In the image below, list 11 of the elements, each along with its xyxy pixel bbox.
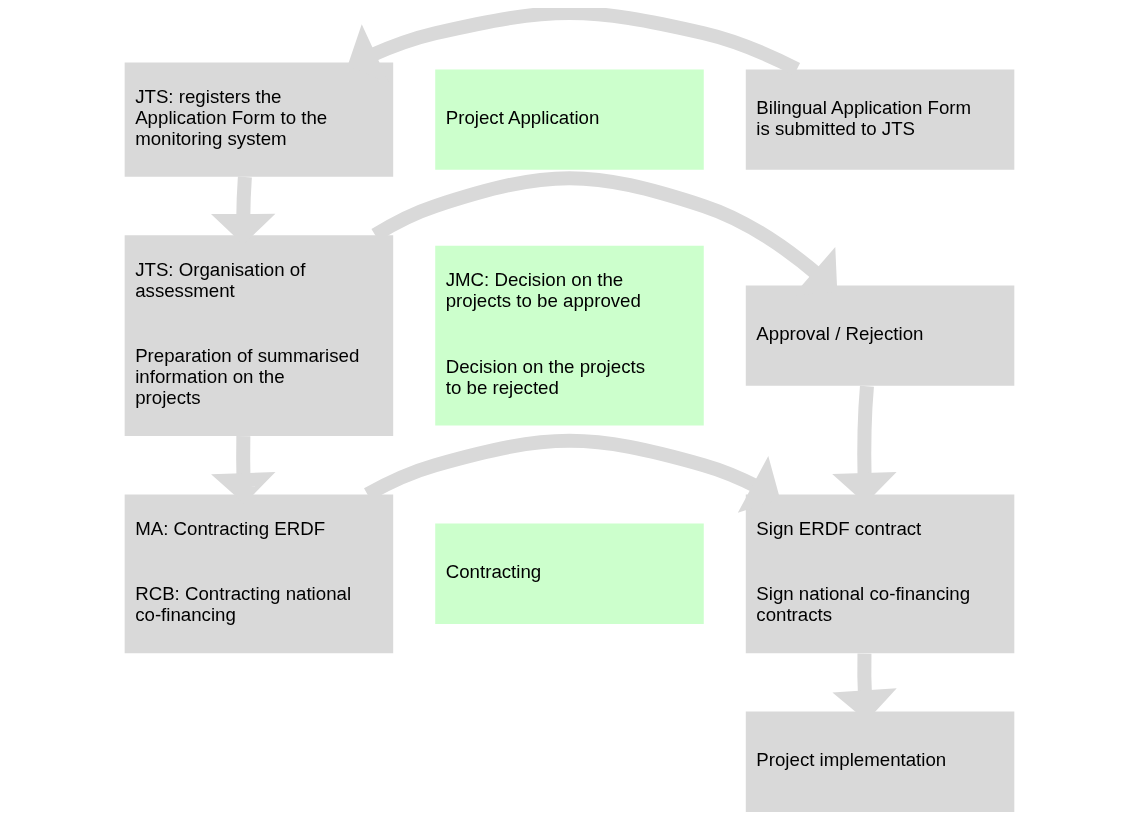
node-box: Project implementation — [745, 711, 1015, 812]
node-box: JMC: Decision on the projects to be approved Decision on the projects to be rejected — [435, 245, 704, 426]
node-box: JTS: registers the Application Form to the monitoring system — [124, 62, 394, 177]
node-box: Project Application — [435, 69, 704, 170]
node-box: Approval / Rejection — [745, 285, 1015, 386]
node-box: Bilingual Application Form is submitted to JTS — [745, 69, 1015, 170]
node-box: Contracting — [435, 523, 704, 624]
node-box: JTS: Organisation of assessment Preparation of summarised information on the projects — [124, 235, 394, 437]
node-box: Sign ERDF contract Sign national co-financing contracts — [745, 494, 1015, 654]
node-box: MA: Contracting ERDF RCB: Contracting national co-financing — [124, 494, 394, 654]
arrow — [364, 433, 781, 513]
